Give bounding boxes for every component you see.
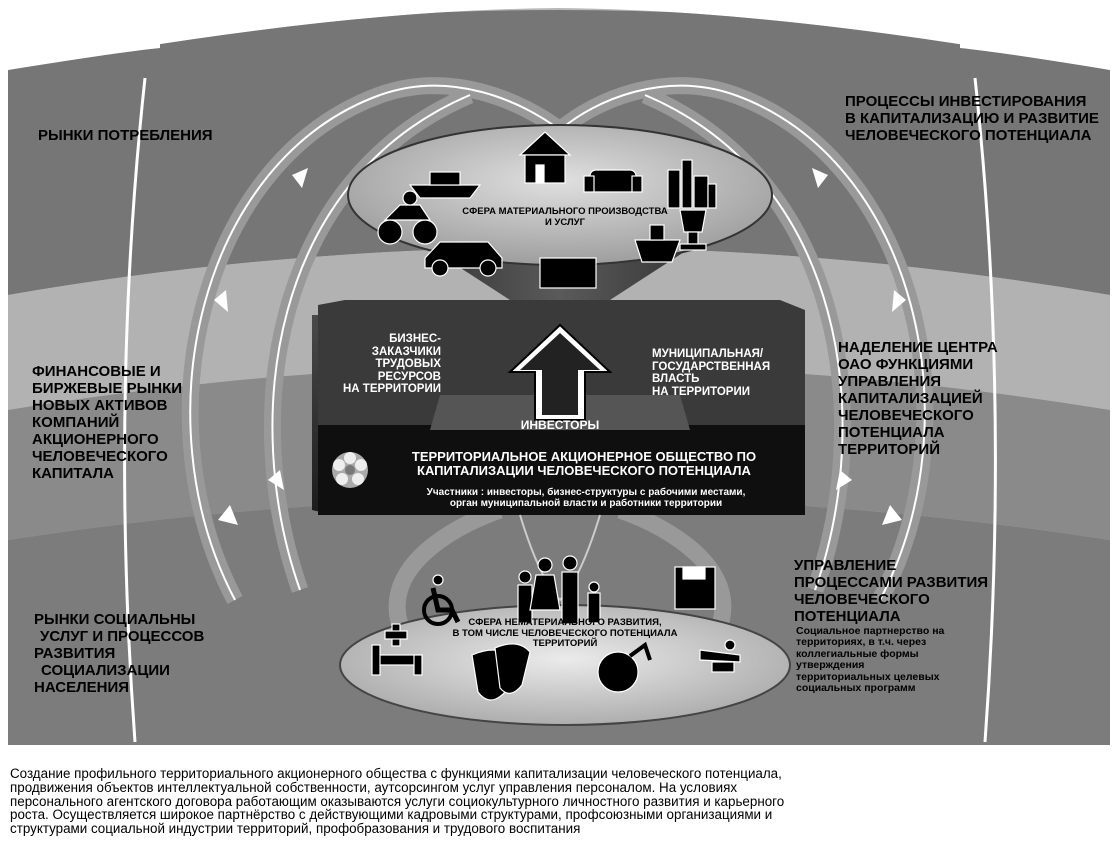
label-business-customers: БИЗНЕС- ЗАКАЗЧИКИ ТРУДОВЫХ РЕСУРСОВ НА Т… (343, 333, 441, 395)
label-participants: Участники : инвесторы, бизнес-структуры … (426, 487, 746, 509)
trophy-icon (679, 209, 707, 251)
caption-text: Создание профильного территориального ак… (10, 766, 785, 837)
label-financial-markets: ФИНАНСОВЫЕ И БИРЖЕВЫЕ РЫНКИ НОВЫХ АКТИВО… (32, 363, 183, 482)
label-consumption-markets: РЫНКИ ПОТРЕБЛЕНИЯ (38, 127, 213, 144)
label-management-processes: УПРАВЛЕНИЕ ПРОЦЕССАМИ РАЗВИТИЯ ЧЕЛОВЕЧЕС… (794, 557, 989, 625)
gymnast-icon (699, 639, 741, 673)
handshake-icon (597, 641, 652, 693)
floppy-disk-icon (674, 566, 716, 610)
theater-masks-icon (471, 643, 531, 701)
motorcycle-icon (377, 190, 438, 245)
label-joint-stock-company: ТЕРРИТОРИАЛЬНОЕ АКЦИОНЕРНОЕ ОБЩЕСТВО ПО … (411, 449, 757, 478)
label-non-material-sphere: СФЕРА НЕМАТЕРИАЛЬНОГО РАЗВИТИЯ, В ТОМ ЧИ… (452, 617, 678, 649)
label-material-sphere: СФЕРА МАТЕРИАЛЬНОГО ПРОИЗВОДСТВА И УСЛУГ (462, 206, 668, 228)
label-investors: ИНВЕСТОРЫ (520, 418, 600, 432)
tv-icon (539, 257, 597, 289)
city-icon (667, 159, 717, 209)
label-center-functions: НАДЕЛЕНИЕ ЦЕНТРА ОАО ФУНКЦИЯМИ УПРАВЛЕНИ… (838, 339, 998, 458)
house-icon (518, 131, 572, 184)
management-description: Социальное партнерство на территориях, в… (796, 625, 945, 695)
sofa-icon (583, 169, 643, 193)
flower-logo (332, 452, 368, 488)
label-investment-processes: ПРОЦЕССЫ ИНВЕСТИРОВАНИЯ В КАПИТАЛИЗАЦИЮ … (845, 93, 1099, 144)
label-municipal-power: МУНИЦИПАЛЬНАЯ/ ГОСУДАРСТВЕННАЯ ВЛАСТЬ НА… (652, 348, 771, 398)
family-icon (517, 555, 601, 625)
yacht-icon (408, 171, 482, 199)
car-icon (424, 241, 503, 277)
wheelchair-icon (422, 574, 461, 626)
ship-icon (634, 224, 681, 263)
label-social-markets: РЫНКИ СОЦИАЛЬНЫ УСЛУГ И ПРОЦЕССОВ РАЗВИТ… (34, 611, 205, 696)
hospital-bed-icon (371, 623, 423, 676)
